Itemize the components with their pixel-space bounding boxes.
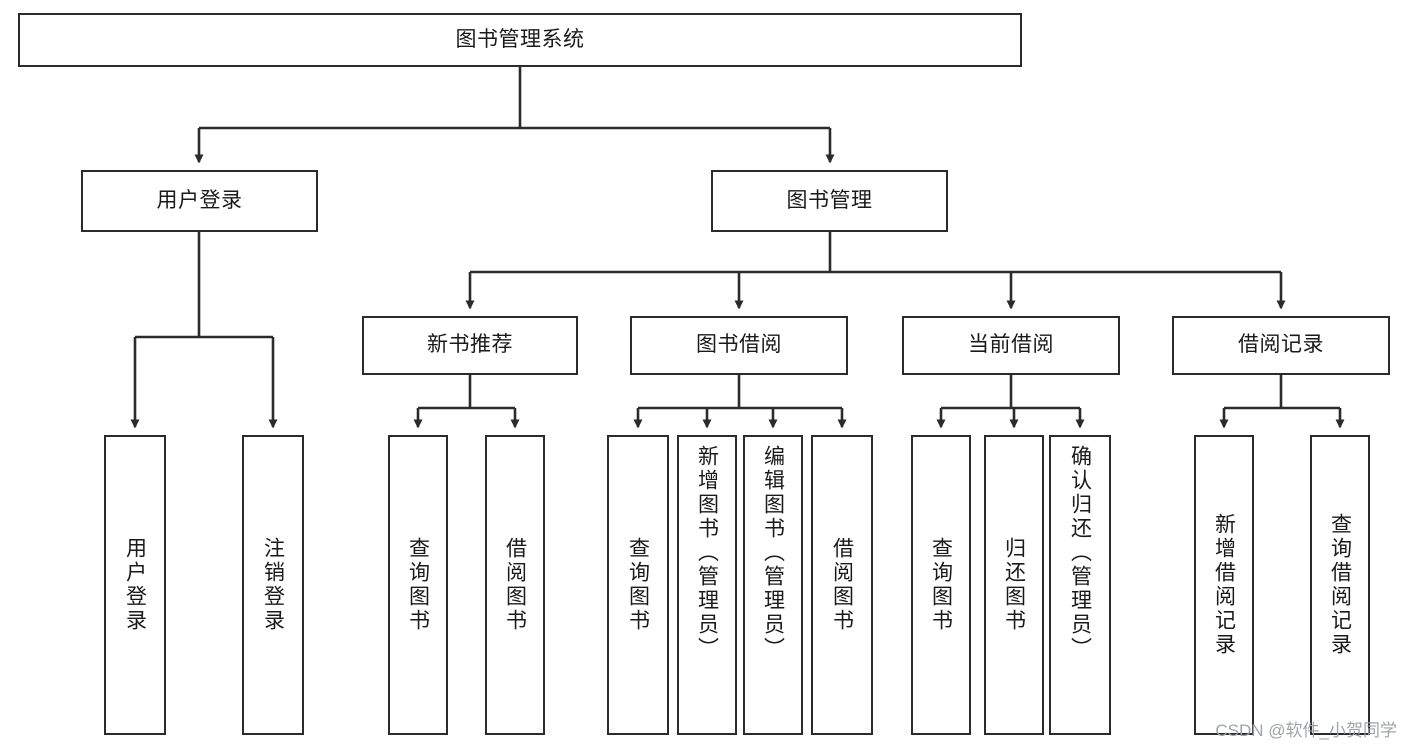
csdn-watermark: CSDN @软件_小贺同学 (1215, 721, 1397, 740)
node-new-book-recommend[interactable]: 新书推荐 (362, 316, 578, 375)
node-label-leaf-logout: 注销登录 (261, 537, 285, 633)
node-leaf-logout[interactable]: 注销登录 (242, 435, 304, 735)
node-label-user-login: 用户登录 (156, 188, 243, 212)
node-leaf-borrow-book[interactable]: 借阅图书 (811, 435, 873, 735)
node-label-leaf-borrow-book: 借阅图书 (830, 537, 854, 633)
node-label-leaf-query-borrow-record: 查询借阅记录 (1328, 513, 1352, 657)
node-label-current-borrow: 当前借阅 (968, 333, 1054, 357)
node-label-new-book-recommend: 新书推荐 (427, 333, 513, 357)
node-label-book-management: 图书管理 (786, 188, 873, 212)
node-label-leaf-query-book-current: 查询图书 (929, 537, 953, 633)
node-label-leaf-add-borrow-record: 新增借阅记录 (1212, 513, 1236, 657)
node-label-leaf-query-book-new: 查询图书 (406, 537, 430, 633)
node-label-leaf-add-book-admin: 新增图书（管理员） (695, 445, 719, 661)
node-label-book-borrow: 图书借阅 (696, 333, 782, 357)
node-leaf-borrow-book-new[interactable]: 借阅图书 (485, 435, 545, 735)
node-leaf-query-book-new[interactable]: 查询图书 (388, 435, 448, 735)
node-current-borrow[interactable]: 当前借阅 (902, 316, 1120, 375)
node-leaf-user-login[interactable]: 用户登录 (104, 435, 166, 735)
node-leaf-add-book-admin[interactable]: 新增图书（管理员） (677, 435, 737, 735)
node-leaf-return-book[interactable]: 归还图书 (984, 435, 1044, 735)
node-leaf-query-borrow-record[interactable]: 查询借阅记录 (1310, 435, 1370, 735)
node-label-leaf-return-book: 归还图书 (1002, 537, 1026, 633)
node-leaf-add-borrow-record[interactable]: 新增借阅记录 (1194, 435, 1254, 735)
node-leaf-query-book-current[interactable]: 查询图书 (911, 435, 971, 735)
node-label-leaf-query-book-borrow: 查询图书 (626, 537, 650, 633)
node-book-management[interactable]: 图书管理 (711, 170, 948, 232)
node-label-borrow-record: 借阅记录 (1238, 333, 1324, 357)
node-leaf-edit-book-admin[interactable]: 编辑图书（管理员） (743, 435, 803, 735)
node-leaf-confirm-return-admin[interactable]: 确认归还（管理员） (1049, 435, 1111, 735)
node-label-leaf-borrow-book-new: 借阅图书 (503, 537, 527, 633)
node-root[interactable]: 图书管理系统 (18, 13, 1022, 67)
node-label-leaf-confirm-return-admin: 确认归还（管理员） (1068, 445, 1092, 661)
node-book-borrow[interactable]: 图书借阅 (630, 316, 848, 375)
node-borrow-record[interactable]: 借阅记录 (1172, 316, 1390, 375)
node-label-root: 图书管理系统 (455, 27, 585, 51)
node-leaf-query-book-borrow[interactable]: 查询图书 (607, 435, 669, 735)
node-user-login[interactable]: 用户登录 (81, 170, 318, 232)
node-label-leaf-user-login: 用户登录 (123, 537, 147, 633)
node-label-leaf-edit-book-admin: 编辑图书（管理员） (761, 445, 785, 661)
